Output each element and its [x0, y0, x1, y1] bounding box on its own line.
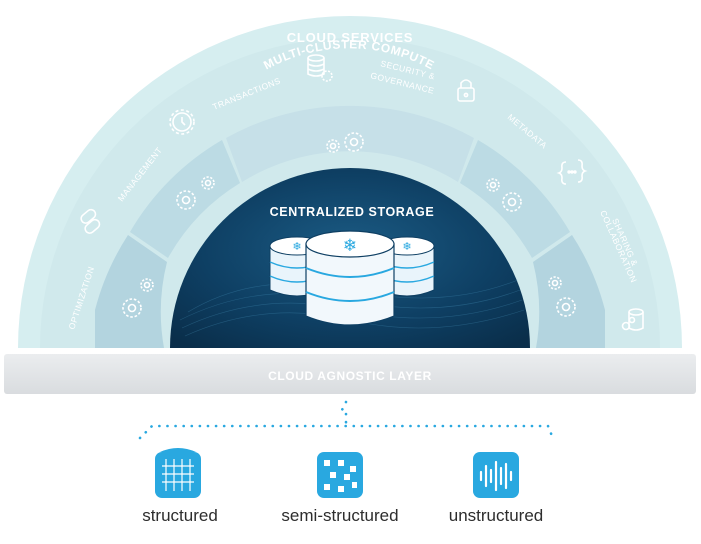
centralized-storage-title: CENTRALIZED STORAGE [270, 205, 435, 219]
database-gear-icon [307, 54, 333, 82]
compute-segment-top [226, 105, 474, 182]
snowflake-icon: ❄ [343, 236, 357, 256]
gear-icon [344, 132, 364, 152]
cloud-agnostic-layer-bar [4, 354, 696, 394]
cloud-agnostic-layer-label: CLOUD AGNOSTIC LAYER [268, 369, 432, 383]
gears-icon [122, 278, 154, 318]
semi-structured-data-icon [317, 452, 363, 498]
unstructured-label: unstructured [448, 506, 544, 525]
semi-structured-label: semi-structured [281, 506, 399, 525]
gears-icon [326, 132, 364, 153]
structured-data-icon [155, 448, 201, 498]
unstructured-data-icon [473, 452, 519, 498]
gears-icon [176, 176, 215, 210]
structured-label: structured [142, 506, 218, 525]
database-cylinder-front: ❄ [305, 230, 395, 326]
share-db-icon [621, 308, 644, 331]
compute-segment-left-upper [130, 140, 240, 258]
compute-ring [95, 105, 605, 348]
compute-segment-right-lower [533, 235, 605, 348]
braces-icon [556, 159, 588, 185]
svg-text:❄: ❄ [402, 240, 411, 253]
snowflake-database-icon: ❄ ❄ ❄ [269, 230, 435, 326]
gears-icon [548, 276, 576, 317]
link-icon [80, 208, 101, 234]
gears-icon [486, 178, 522, 212]
cloud-services-title: CLOUD SERVICES [287, 30, 414, 45]
compute-segment-left-lower [95, 235, 167, 348]
svg-text:❄: ❄ [292, 240, 301, 253]
gear-clock-icon [169, 109, 195, 135]
gear-icon [326, 139, 340, 153]
lock-icon [457, 79, 475, 102]
data-connector-lines [138, 400, 554, 440]
